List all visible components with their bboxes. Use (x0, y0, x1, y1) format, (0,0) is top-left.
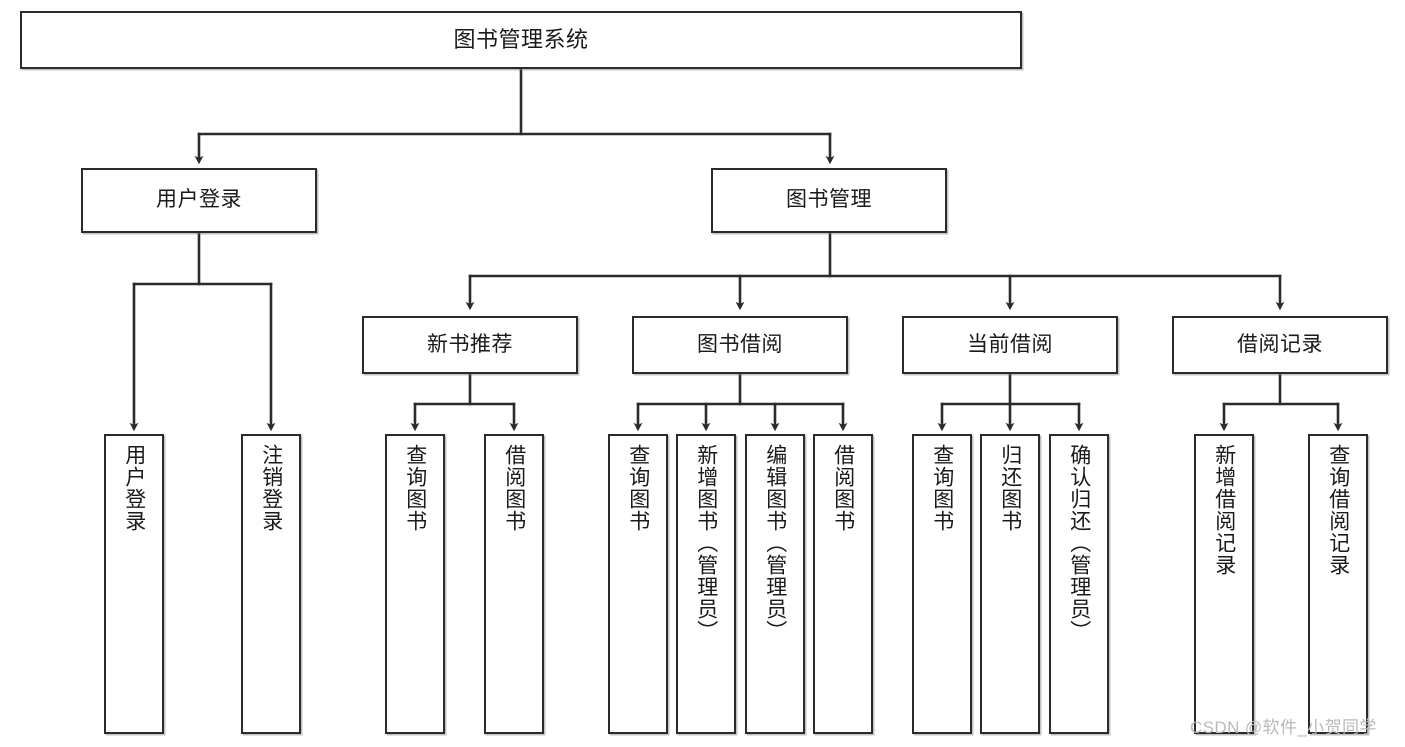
node-label: 用户登录 (156, 188, 242, 212)
node-leaf-edit-book[interactable]: 编辑图书（管理员） (745, 434, 805, 734)
node-book-borrow[interactable]: 图书借阅 (632, 316, 848, 374)
node-new-book-recommend[interactable]: 新书推荐 (362, 316, 578, 374)
node-label: 查询图书 (930, 444, 954, 532)
node-leaf-logout-login[interactable]: 注销登录 (241, 434, 301, 734)
node-leaf-confirm-return[interactable]: 确认归还（管理员） (1049, 434, 1109, 734)
node-leaf-borrow-book-2[interactable]: 借阅图书 (813, 434, 873, 734)
node-label: 新增借阅记录 (1212, 444, 1236, 576)
node-label: 当前借阅 (967, 332, 1053, 356)
node-user-login[interactable]: 用户登录 (81, 168, 317, 233)
node-current-borrow[interactable]: 当前借阅 (902, 316, 1118, 374)
node-leaf-query-book-3[interactable]: 查询图书 (912, 434, 972, 734)
node-leaf-add-book[interactable]: 新增图书（管理员） (676, 434, 736, 734)
node-label: 查询图书 (626, 444, 650, 532)
node-root-book-management-system[interactable]: 图书管理系统 (20, 11, 1022, 69)
node-leaf-query-book-2[interactable]: 查询图书 (608, 434, 668, 734)
node-leaf-return-book[interactable]: 归还图书 (980, 434, 1040, 734)
node-label: 借阅图书 (831, 444, 855, 532)
node-label: 归还图书 (998, 444, 1022, 532)
node-label: 图书管理 (786, 188, 872, 212)
node-label: 编辑图书（管理员） (763, 444, 787, 642)
node-label: 用户登录 (122, 444, 146, 532)
node-label: 新增图书（管理员） (694, 444, 718, 642)
node-label: 注销登录 (259, 444, 283, 532)
node-leaf-query-record[interactable]: 查询借阅记录 (1308, 434, 1368, 734)
node-book-management[interactable]: 图书管理 (711, 168, 947, 233)
node-label: 借阅记录 (1237, 332, 1323, 356)
node-leaf-query-book-1[interactable]: 查询图书 (385, 434, 445, 734)
watermark: CSDN @软件_小贺同学 (1190, 718, 1377, 737)
node-leaf-user-login[interactable]: 用户登录 (104, 434, 164, 734)
node-borrow-record[interactable]: 借阅记录 (1172, 316, 1388, 374)
node-leaf-add-record[interactable]: 新增借阅记录 (1194, 434, 1254, 734)
node-label: 查询图书 (403, 444, 427, 532)
node-label: 查询借阅记录 (1326, 444, 1350, 576)
node-label: 借阅图书 (502, 444, 526, 532)
node-label: 新书推荐 (427, 332, 513, 356)
node-label: 图书管理系统 (453, 27, 589, 53)
node-label: 图书借阅 (697, 332, 783, 356)
node-leaf-borrow-book-1[interactable]: 借阅图书 (484, 434, 544, 734)
node-label: 确认归还（管理员） (1067, 444, 1091, 642)
